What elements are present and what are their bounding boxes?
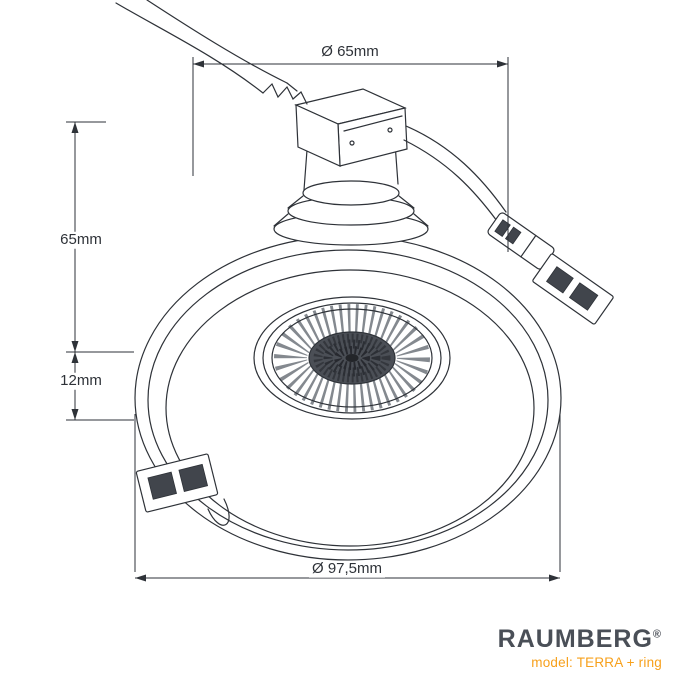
brand-model-line: model: TERRA + ring (531, 655, 662, 670)
reflector-lens (253, 296, 451, 420)
dimension-bottom-diameter (134, 414, 561, 582)
brand-name-text: RAUMBERG (497, 625, 653, 653)
power-cable (115, 0, 308, 105)
brand-logo: RAUMBERG® (498, 627, 662, 652)
dim-label-top-diameter: Ø 65mm (318, 43, 382, 61)
connector-wire (403, 125, 507, 222)
registered-mark: ® (652, 628, 662, 641)
junction-box (294, 88, 408, 167)
dimension-top-diameter (192, 57, 509, 252)
spring-clip-left (135, 453, 230, 526)
reflector-facets (274, 304, 430, 412)
dim-label-height: 65mm (57, 231, 105, 249)
brand-block: RAUMBERG® model: TERRA + ring (498, 627, 662, 671)
mounting-neck (273, 142, 429, 246)
dim-label-ring-height: 12mm (57, 372, 105, 390)
dim-label-bottom-diameter: Ø 97,5mm (308, 560, 386, 578)
spring-clip-right (532, 253, 614, 325)
